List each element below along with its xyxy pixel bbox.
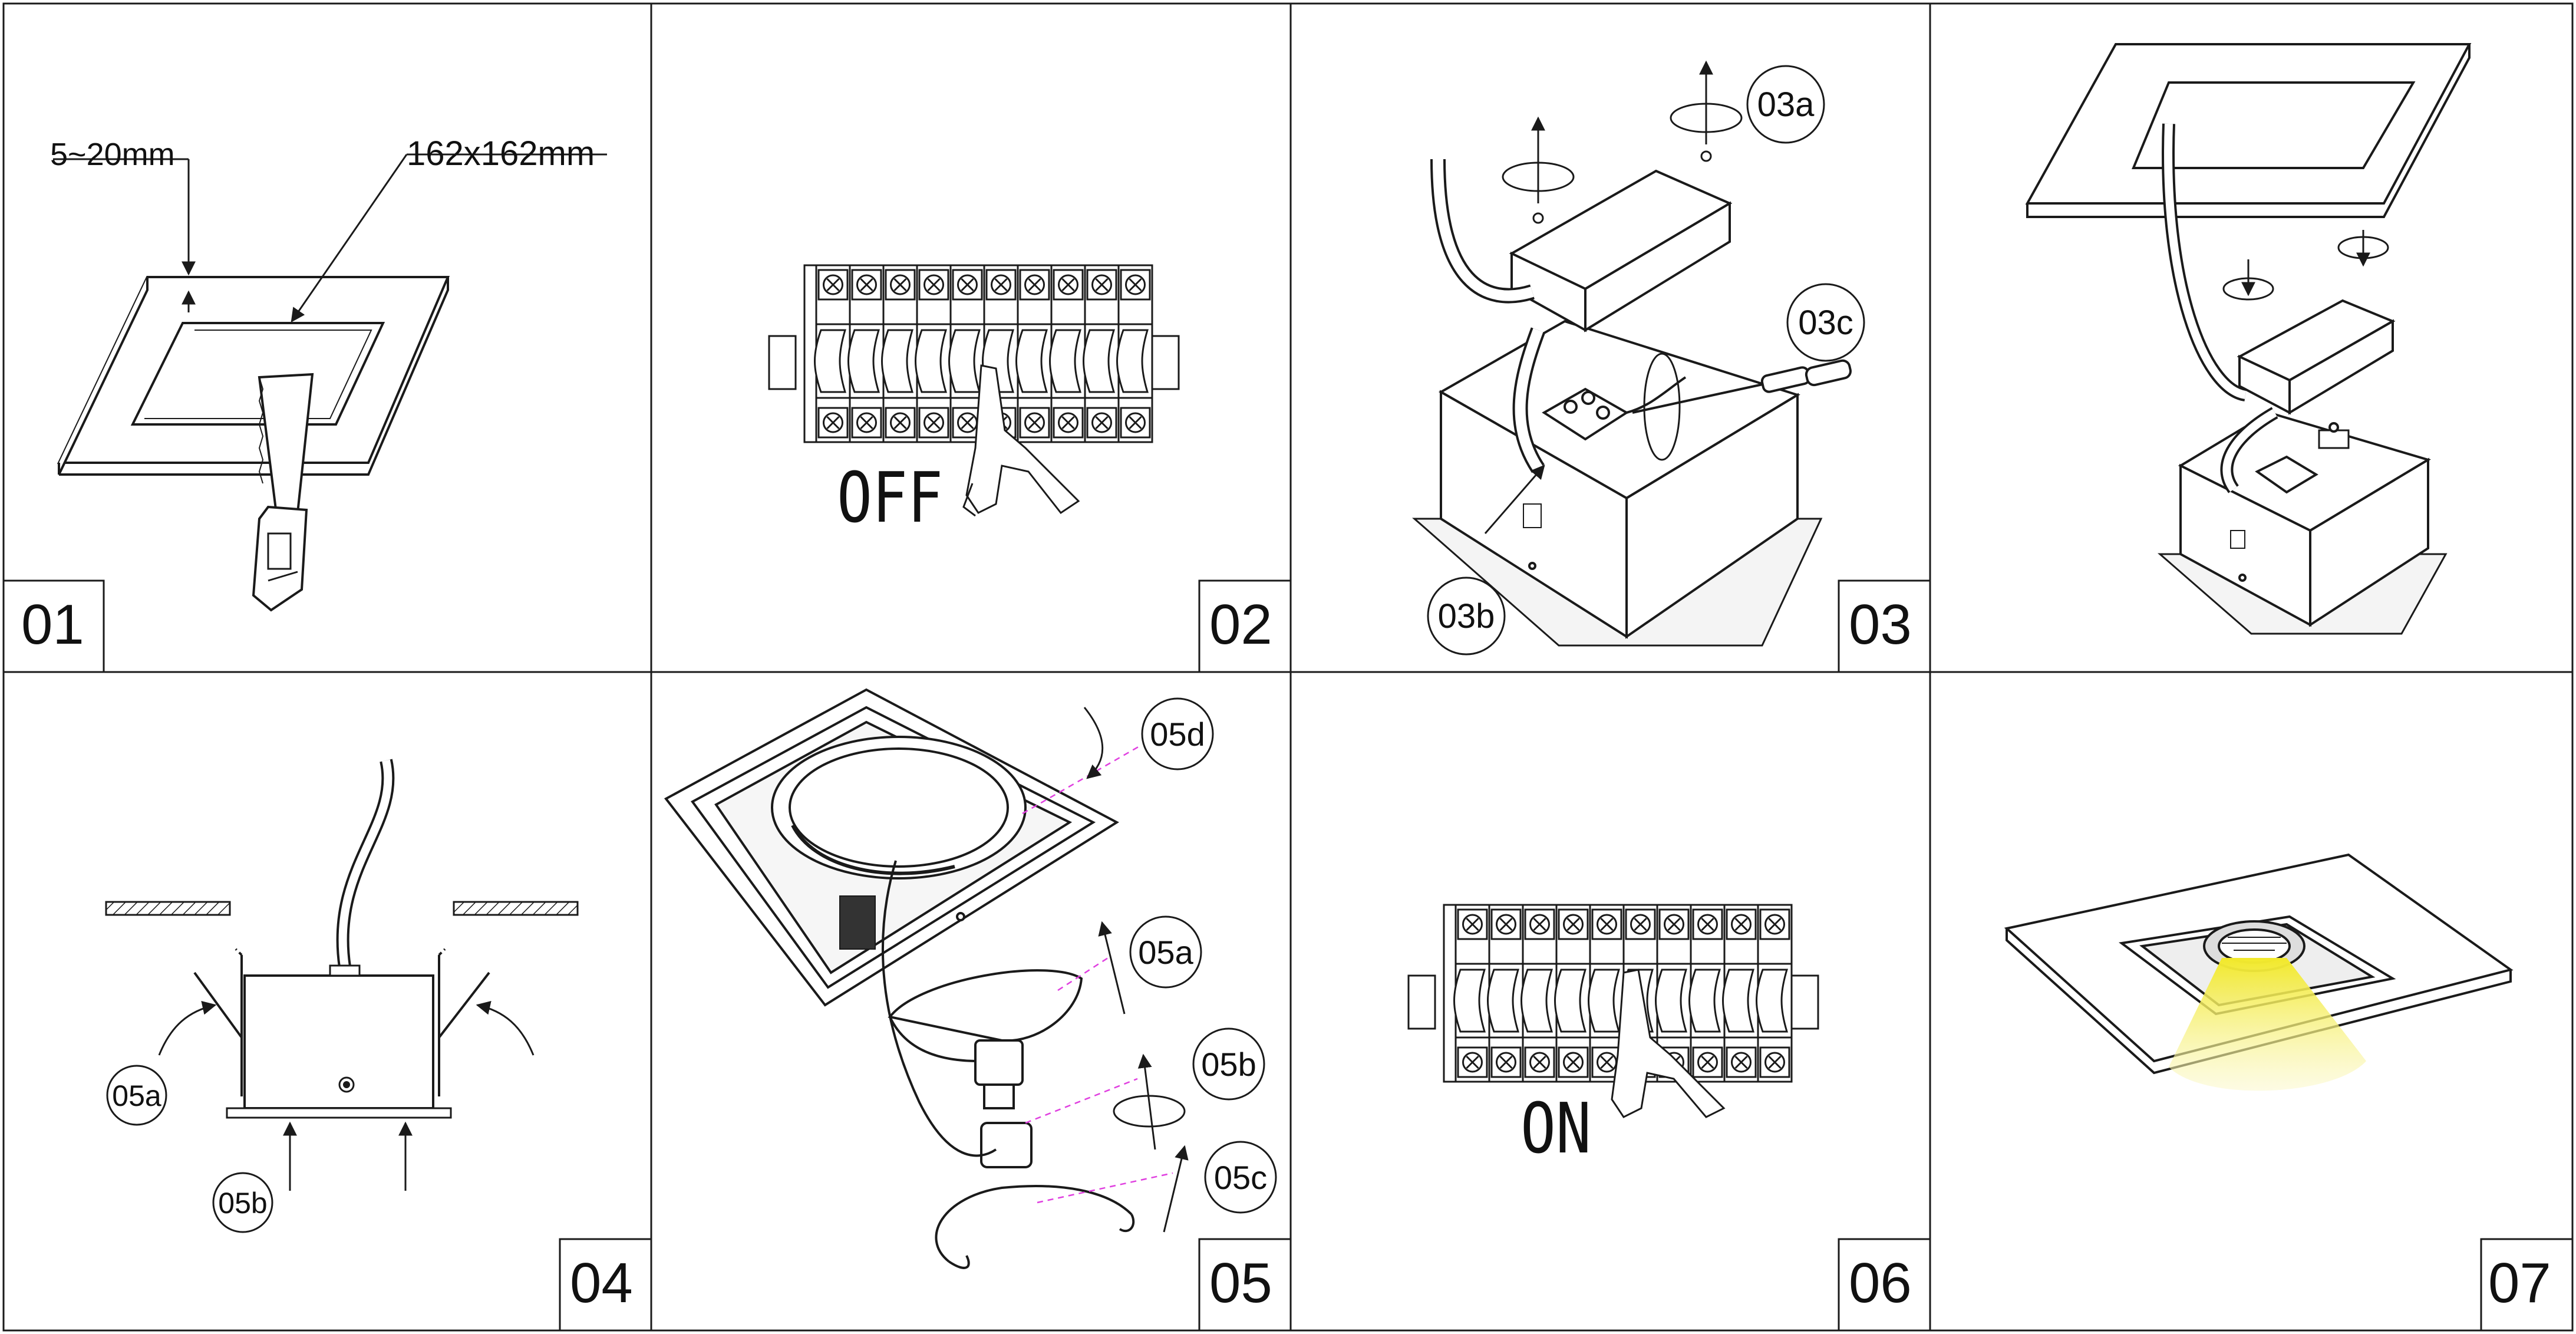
step-number-box: [1198, 1238, 1292, 1332]
terminal-block: [1542, 353, 1687, 461]
panel-04: 05a 05b 04: [105, 759, 652, 1332]
step-number: 05: [1209, 1251, 1272, 1315]
callout-03b: 03b: [1427, 577, 1506, 656]
breaker-switch: [1520, 904, 1558, 1083]
lamp-reflector: [888, 969, 1083, 1168]
hand-icon: [1611, 969, 1726, 1118]
light-beam: [2169, 958, 2366, 1091]
callout-label: 05d: [1150, 716, 1205, 753]
switch-off-label: OFF: [837, 457, 943, 538]
breaker-switch: [814, 264, 851, 443]
breaker-panel: [768, 264, 1180, 443]
callout-05a: 05a: [1129, 915, 1202, 989]
breaker-switch: [1083, 264, 1120, 443]
panel-07: 07: [2004, 853, 2574, 1332]
step-number: 04: [570, 1251, 633, 1315]
breaker-switch: [1722, 904, 1759, 1083]
power-cable: [1430, 159, 1546, 473]
callout-label: 05c: [1214, 1159, 1267, 1196]
depth-label: 5~20mm: [50, 137, 175, 172]
ceiling-section-left: [105, 901, 231, 916]
fixture-housing: [2157, 411, 2448, 635]
gimbal-ring: [771, 736, 1027, 950]
switch-on-label: ON: [1520, 1088, 1591, 1169]
panel-02: OFF 02: [768, 264, 1292, 673]
panel-05: 05d 05a 05b 05c 05: [664, 688, 1292, 1332]
callout-label: 05b: [1201, 1046, 1256, 1083]
step-number-box: [1838, 579, 1931, 673]
breaker-switch: [1688, 904, 1726, 1083]
breaker-switch: [915, 264, 952, 443]
retaining-spring: [935, 1185, 1135, 1269]
breaker-panel: [1407, 904, 1819, 1083]
direction-arrows: [1083, 707, 1189, 1233]
breaker-switch: [1049, 264, 1086, 443]
step-number-box: [2, 579, 105, 673]
step-number-box: [1838, 1238, 1931, 1332]
lamp-cable: [881, 860, 997, 1157]
power-cable: [336, 759, 395, 968]
spring-clips: [193, 948, 490, 1096]
callout-05b: 05b: [1192, 1027, 1265, 1101]
callout-05b: 05b: [212, 1172, 273, 1233]
rotation-arrow-icons: [1484, 60, 1743, 534]
callout-05c: 05c: [1204, 1141, 1277, 1214]
step-number: 01: [21, 593, 84, 656]
panel-01: 5~20mm 162x162mm 01: [2, 134, 607, 673]
callout-05a: 05a: [106, 1065, 167, 1126]
cutout-label: 162x162mm: [407, 134, 595, 173]
screwdriver-icon: [1632, 359, 1852, 414]
ceiling-board: [57, 276, 450, 476]
breaker-switch: [881, 264, 918, 443]
driver-box: [2237, 299, 2396, 415]
callout-05d: 05d: [1141, 697, 1214, 770]
breaker-switch: [1453, 904, 1490, 1083]
callout-label: 05a: [1138, 934, 1193, 971]
fixture-housing: [226, 964, 452, 1119]
callout-label: 05b: [218, 1187, 267, 1220]
breaker-switch: [1487, 904, 1524, 1083]
breaker-switch: [1116, 264, 1153, 443]
step-number-box: [2480, 1238, 2574, 1332]
callout-label: 05a: [112, 1079, 161, 1112]
panel-06: ON 06: [1407, 904, 1931, 1332]
hand-icon: [962, 364, 1080, 517]
ceiling-board: [2025, 43, 2472, 218]
callout-03c: 03c: [1786, 283, 1865, 362]
power-cable: [2162, 123, 2278, 493]
saw-icon: [252, 373, 314, 612]
driver-box: [1509, 169, 1733, 332]
callout-label: 03b: [1438, 597, 1495, 635]
direction-arrows: [158, 1000, 535, 1191]
rotation-arrow-icons: [2222, 230, 2389, 301]
callout-03a: 03a: [1746, 65, 1825, 144]
terminal-block: [2255, 422, 2350, 494]
step-number: 02: [1209, 593, 1272, 656]
breaker-switch: [1554, 904, 1591, 1083]
panel-03-continued: [2025, 43, 2472, 635]
breaker-switch: [1015, 264, 1053, 443]
guide-lines: [1022, 745, 1173, 1204]
callout-label: 03a: [1757, 85, 1815, 124]
step-number-box: [1198, 579, 1292, 673]
cutout-dimension: [291, 153, 607, 322]
callout-label: 03c: [1798, 304, 1853, 342]
step-number: 07: [2488, 1251, 2551, 1315]
breaker-switch: [1756, 904, 1793, 1083]
step-number: 06: [1849, 1251, 1912, 1315]
step-number-box: [559, 1238, 652, 1332]
panel-03: 03a 03c 03b 03: [1412, 60, 1931, 673]
step-number: 03: [1849, 593, 1912, 656]
breaker-switch: [847, 264, 885, 443]
ceiling-section-right: [453, 901, 579, 916]
depth-dimension: [53, 158, 196, 312]
